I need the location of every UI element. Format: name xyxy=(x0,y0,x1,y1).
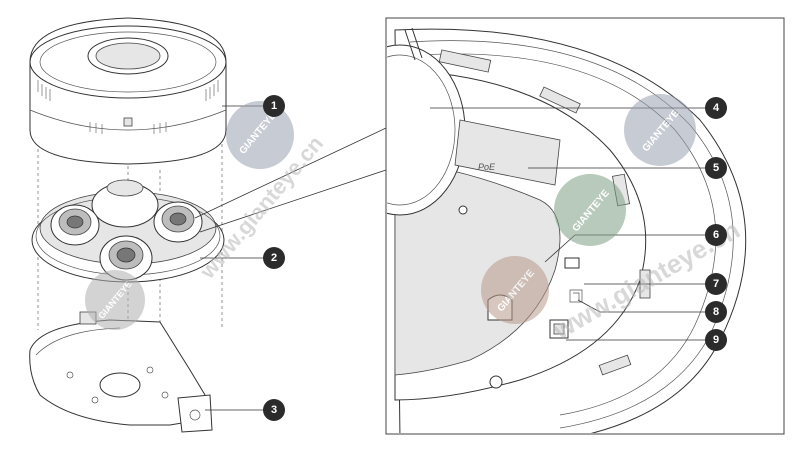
callout-label-2: 2 xyxy=(271,252,277,264)
callout-label-9: 9 xyxy=(713,334,719,346)
zoom-connector xyxy=(194,127,387,233)
callout-label-1: 1 xyxy=(271,100,277,112)
dome-cover xyxy=(29,17,227,165)
poe-label: PoE xyxy=(478,162,496,172)
watermark-badge: GIANTEYE xyxy=(481,256,549,324)
callout-7: 7 xyxy=(705,273,727,295)
callout-3: 3 xyxy=(263,399,285,421)
lens-front xyxy=(99,235,153,281)
lens-left xyxy=(50,204,100,246)
mounting-plate xyxy=(29,311,213,433)
callout-label-6: 6 xyxy=(713,229,719,241)
watermark-badge: GIANTEYE xyxy=(85,270,145,330)
callout-label-3: 3 xyxy=(271,404,277,416)
watermark-badge: GIANTEYE xyxy=(624,94,696,166)
callout-1: 1 xyxy=(263,95,285,117)
camera-body xyxy=(31,179,225,283)
exploded-view xyxy=(29,17,265,433)
callout-2: 2 xyxy=(263,247,285,269)
callout-8: 8 xyxy=(705,301,727,323)
callout-label-5: 5 xyxy=(713,162,719,174)
callout-9: 9 xyxy=(705,329,727,351)
lens-right xyxy=(153,201,203,243)
callout-label-7: 7 xyxy=(713,278,719,290)
callout-label-8: 8 xyxy=(713,306,719,318)
callout-4: 4 xyxy=(705,97,727,119)
watermark-badge: GIANTEYE xyxy=(226,101,294,169)
callout-label-4: 4 xyxy=(713,102,720,114)
callout-6: 6 xyxy=(705,224,727,246)
callout-5: 5 xyxy=(705,157,727,179)
watermark-badge: GIANTEYE xyxy=(554,174,626,246)
